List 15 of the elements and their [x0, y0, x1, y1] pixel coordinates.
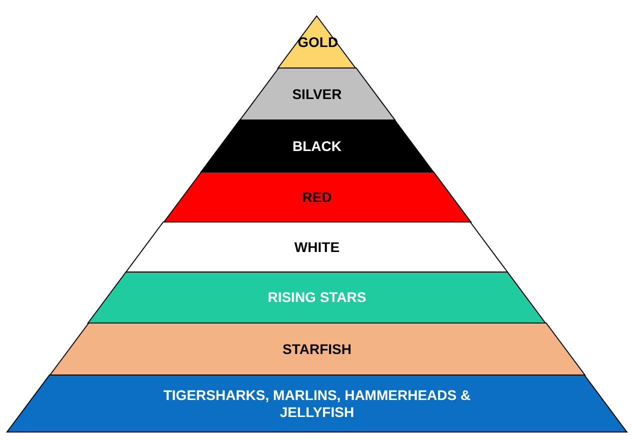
tier-label: BLACK: [292, 138, 342, 154]
pyramid-tier: [164, 172, 470, 222]
pyramid-tier: [126, 222, 508, 272]
pyramid-tier: [200, 120, 434, 172]
tier-label: RISING STARS: [268, 289, 366, 306]
pyramid-tier: [88, 272, 546, 323]
tier-label: RED: [302, 188, 332, 206]
pyramid-tier: [50, 323, 584, 375]
tier-label: SILVER: [292, 86, 342, 102]
tier-label: GOLD: [298, 34, 336, 50]
tier-label: STARFISH: [282, 340, 352, 358]
pyramid-tier: [7, 375, 627, 432]
pyramid-tier: [240, 68, 394, 120]
tier-label: WHITE: [294, 238, 340, 256]
tier-label: TIGERSHARKS, MARLINS, HAMMERHEADS & JELLYFISH: [162, 386, 472, 420]
